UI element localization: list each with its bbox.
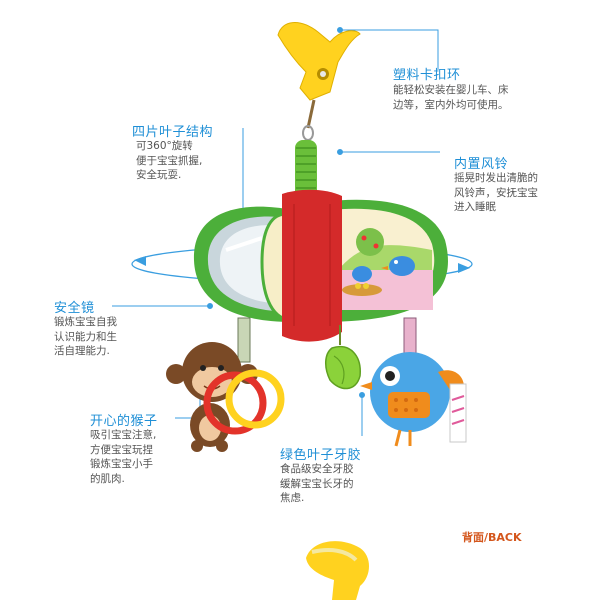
- blue-bird-toy: [360, 352, 467, 447]
- clip-desc: 能轻松安装在婴儿车、床 边等，室内外均可使用。: [393, 84, 509, 111]
- ribbons: [237, 317, 417, 363]
- monkey-title: 开心的猴子: [90, 414, 158, 429]
- leaves-title: 四片叶子结构: [132, 125, 214, 140]
- bell-desc: 摇晃时发出清脆的 风铃声，安抚宝宝 进入睡眠: [454, 172, 538, 213]
- leaf-body: [193, 189, 448, 342]
- mirror-desc: 锻炼宝宝自我 认识能力和生 活自理能力.: [54, 316, 117, 357]
- spring-cord: [295, 140, 317, 200]
- teether-title: 绿色叶子牙胶: [280, 448, 362, 463]
- back-label: 背面/BACK: [462, 531, 522, 544]
- plastic-clip: [277, 22, 361, 141]
- back-view-clip: [306, 541, 369, 600]
- mirror-title: 安全镜: [54, 301, 95, 316]
- bell-title: 内置风铃: [454, 157, 509, 172]
- leaves-desc: 可360°旋转 便于宝宝抓握, 安全玩耍.: [136, 140, 203, 181]
- teething-rings: [203, 369, 285, 435]
- monkey-desc: 吸引宝宝注意, 方便宝宝玩捏 锻炼宝宝小手 的肌肉.: [90, 429, 157, 485]
- green-leaf-teether: [325, 345, 361, 390]
- clip-title: 塑料卡扣环: [393, 68, 461, 83]
- teether-desc: 食品级安全牙胶 缓解宝宝长牙的 焦虑.: [280, 463, 354, 504]
